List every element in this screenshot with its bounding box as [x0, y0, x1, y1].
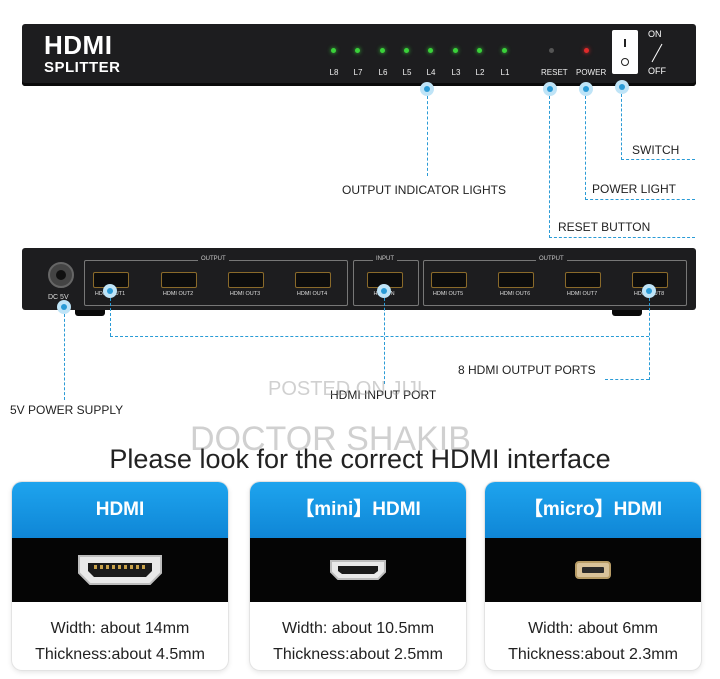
card-micro-hdmi: 【micro】HDMI Width: about 6mm Thickness:a…	[485, 482, 701, 670]
card-micro-thickness: Thickness:about 2.3mm	[508, 646, 678, 663]
power-led	[584, 48, 589, 53]
led-label-l5: L5	[402, 68, 412, 77]
hdmi-out7-port	[565, 272, 601, 288]
leader-power-v	[585, 96, 586, 200]
power-switch	[612, 30, 638, 74]
dc-power-jack	[48, 262, 74, 288]
leader-dc-v	[64, 314, 65, 400]
card-micro-title: 【micro】HDMI	[485, 482, 701, 538]
output-group-left-label: OUTPUT	[198, 256, 229, 262]
callout-dot-out1	[103, 284, 117, 298]
card-mini-thickness: Thickness:about 2.5mm	[273, 646, 443, 663]
hdmi-out2-port	[161, 272, 197, 288]
led-label-l7: L7	[353, 68, 363, 77]
led-label-l6: L6	[378, 68, 388, 77]
card-mini-width: Width: about 10.5mm	[281, 620, 435, 637]
card-micro-width: Width: about 6mm	[528, 620, 658, 637]
led-label-l4: L4	[426, 68, 436, 77]
leader-in-v	[384, 298, 385, 384]
power-label: POWER	[576, 68, 607, 77]
brand-title: HDMI	[44, 30, 113, 60]
port-label-out3: HDMI OUT3	[229, 291, 261, 297]
label-output-lights: OUTPUT INDICATOR LIGHTS	[342, 183, 507, 197]
hdmi-out6-port	[498, 272, 534, 288]
card-hdmi-title: HDMI	[12, 482, 228, 538]
led-l2	[477, 48, 482, 53]
input-group-label: INPUT	[373, 256, 397, 262]
hdmi-out3-port	[228, 272, 264, 288]
port-label-out2: HDMI OUT2	[162, 291, 194, 297]
callout-dot-power	[579, 82, 593, 96]
led-l4	[428, 48, 433, 53]
port-label-out7: HDMI OUT7	[566, 291, 598, 297]
callout-dot-dc	[57, 300, 71, 314]
leader-power-h	[585, 199, 695, 200]
led-label-l2: L2	[475, 68, 485, 77]
led-l5	[404, 48, 409, 53]
on-label: ON	[648, 29, 662, 39]
leader-reset-h	[549, 237, 695, 238]
port-label-out4: HDMI OUT4	[296, 291, 328, 297]
led-label-l8: L8	[329, 68, 339, 77]
reset-label: RESET	[541, 68, 568, 77]
callout-dot-leds	[420, 82, 434, 96]
card-mini-media	[250, 538, 466, 602]
label-switch: SWITCH	[632, 143, 680, 157]
callout-dot-reset	[543, 82, 557, 96]
brand-subtitle: SPLITTER	[44, 59, 121, 76]
hdmi-out4-port	[295, 272, 331, 288]
watermark-line1: POSTED ON JIJI	[268, 378, 423, 400]
label-power-light: POWER LIGHT	[592, 182, 677, 196]
led-l6	[380, 48, 385, 53]
card-mini-hdmi: 【mini】HDMI Width: about 10.5mm Thickness…	[250, 482, 466, 670]
interface-heading: Please look for the correct HDMI interfa…	[109, 444, 611, 474]
output-group-right-label: OUTPUT	[536, 256, 567, 262]
led-label-l3: L3	[451, 68, 461, 77]
hdmi-out5-port	[431, 272, 467, 288]
card-hdmi-media	[12, 538, 228, 602]
card-hdmi-width: Width: about 14mm	[50, 620, 190, 637]
card-micro-media	[485, 538, 701, 602]
card-hdmi-thickness: Thickness:about 4.5mm	[35, 646, 205, 663]
watermark-line2: DOCTOR SHAKIB	[190, 420, 471, 458]
label-output-ports: 8 HDMI OUTPUT PORTS	[458, 363, 596, 377]
reset-hole	[549, 48, 554, 53]
back-foot-left	[75, 310, 105, 316]
led-l3	[453, 48, 458, 53]
dc-label: DC 5V	[48, 294, 69, 301]
callout-dot-in	[377, 284, 391, 298]
port-label-out5: HDMI OUT5	[432, 291, 464, 297]
label-power-supply: 5V POWER SUPPLY	[10, 403, 124, 417]
card-hdmi: HDMI Width: about 14mm Thickness:about 4…	[12, 482, 228, 670]
back-foot-right	[612, 310, 642, 316]
leader-out8-h	[605, 379, 649, 380]
switch-off-mark	[621, 58, 629, 66]
card-mini-title: 【mini】HDMI	[250, 482, 466, 538]
hdmi-connector-icon	[78, 555, 162, 585]
callout-dot-out8	[642, 284, 656, 298]
mini-hdmi-connector-icon	[330, 560, 386, 580]
port-label-out6: HDMI OUT6	[499, 291, 531, 297]
led-l1	[502, 48, 507, 53]
off-label: OFF	[648, 66, 666, 76]
leader-out8-v	[649, 298, 650, 380]
label-input-port: HDMI INPUT PORT	[330, 388, 437, 402]
led-label-l1: L1	[500, 68, 510, 77]
label-reset-button: RESET BUTTON	[558, 220, 651, 234]
leader-switch-v	[621, 94, 622, 160]
led-l7	[355, 48, 360, 53]
leader-out1-v	[110, 298, 111, 336]
leader-reset-v	[549, 96, 550, 238]
callout-dot-switch	[615, 80, 629, 94]
splitter-front-panel	[22, 24, 696, 86]
led-l8	[331, 48, 336, 53]
leader-switch-h	[621, 159, 695, 160]
leader-outputs-h	[110, 336, 649, 337]
leader-leds	[427, 96, 428, 176]
slash-icon	[651, 43, 663, 63]
micro-hdmi-connector-icon	[575, 561, 611, 579]
switch-on-mark	[624, 39, 626, 47]
